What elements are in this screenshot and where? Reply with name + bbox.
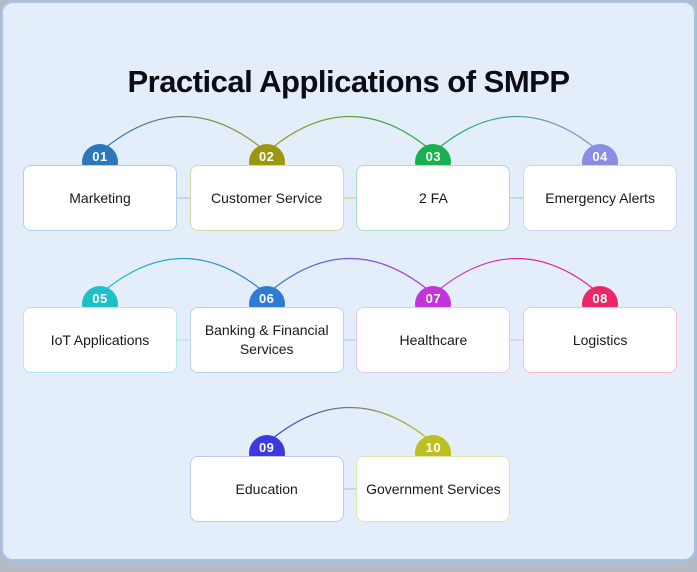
card-customer-service: Customer Service (189, 165, 344, 231)
step-number: 09 (258, 440, 275, 455)
card-label: Government Services (366, 480, 501, 497)
card-2-fa: 2 FA (356, 165, 511, 231)
step-number: 10 (425, 440, 442, 455)
arc-02-to-03 (270, 115, 430, 150)
card-label: IoT Applications (50, 331, 150, 348)
card-government-services: Government Services (356, 456, 511, 522)
card-label: Logistics (572, 331, 628, 348)
card-banking-and-financial-services: Banking & Financial Services (189, 307, 344, 373)
step-number: 02 (258, 149, 275, 164)
arc-03-to-04 (437, 115, 597, 150)
card-education: Education (189, 456, 344, 522)
card-label: 2 FA (418, 189, 448, 206)
step-number: 03 (425, 149, 442, 164)
arc-07-to-08 (437, 257, 597, 292)
card-iot-applications: IoT Applications (23, 307, 177, 373)
card-label: Healthcare (399, 331, 468, 348)
arc-06-to-07 (270, 257, 430, 292)
card-label: Customer Service (211, 189, 323, 206)
card-healthcare: Healthcare (356, 307, 511, 373)
page-title: Practical Applications of SMPP (127, 63, 570, 99)
card-logistics: Logistics (523, 307, 678, 373)
arc-05-to-06 (103, 257, 264, 292)
step-number: 04 (592, 149, 608, 164)
step-number: 08 (592, 291, 608, 306)
card-label: Banking & Financial Services (204, 322, 329, 357)
card-label: Education (235, 480, 298, 497)
step-number: 06 (258, 291, 275, 306)
card-marketing: Marketing (23, 165, 177, 231)
arc-09-to-10 (270, 406, 430, 441)
step-number: 07 (425, 291, 442, 306)
step-number: 01 (92, 149, 108, 164)
card-emergency-alerts: Emergency Alerts (523, 165, 678, 231)
card-label: Marketing (69, 189, 131, 206)
arc-01-to-02 (103, 115, 264, 150)
card-label: Emergency Alerts (545, 189, 655, 206)
step-number: 05 (92, 291, 108, 306)
